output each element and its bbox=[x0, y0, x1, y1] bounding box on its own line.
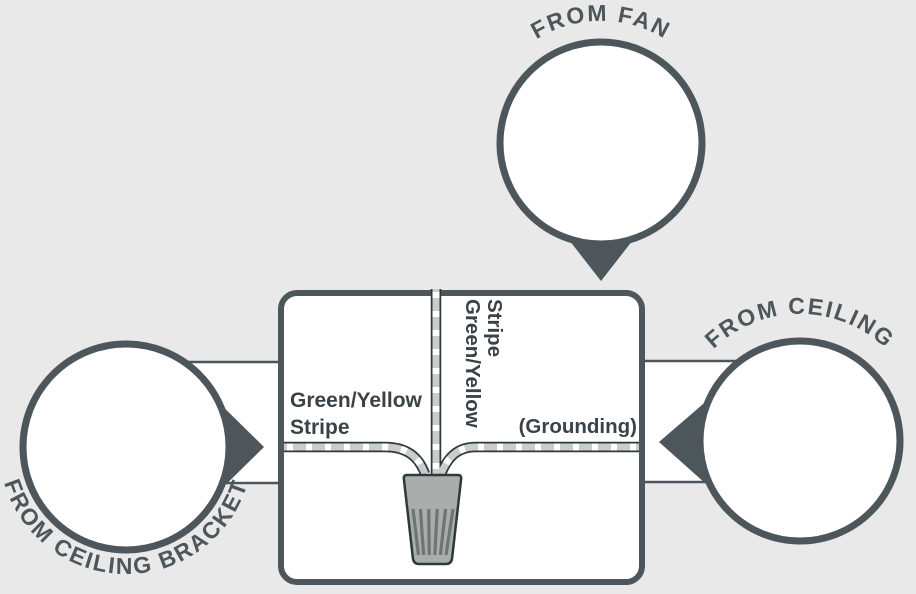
wiring-box-panel bbox=[278, 290, 645, 585]
fan-callout-circle bbox=[496, 38, 706, 248]
grounding-label: (Grounding) bbox=[519, 415, 637, 438]
wire-nut-ridges bbox=[411, 508, 455, 556]
fan-wire-label-line2: Stripe bbox=[483, 299, 506, 357]
wiring-box: Green/Yellow Stripe (Grounding) Green/Ye… bbox=[278, 289, 645, 585]
left-wire-label-line1: Green/Yellow bbox=[290, 389, 423, 412]
ceiling-callout bbox=[696, 337, 904, 545]
bracket-callout-circle bbox=[19, 340, 233, 554]
ground-wires bbox=[284, 289, 639, 477]
fan-wire-label: Green/Yellow Stripe bbox=[461, 299, 506, 428]
wire-nut bbox=[402, 473, 463, 566]
bracket-callout bbox=[19, 340, 233, 554]
ceiling-callout-circle bbox=[696, 337, 904, 545]
fan-wire-label-line1: Green/Yellow bbox=[461, 299, 484, 428]
left-wire-label-line2: Stripe bbox=[290, 416, 350, 439]
fan-callout bbox=[496, 38, 706, 248]
